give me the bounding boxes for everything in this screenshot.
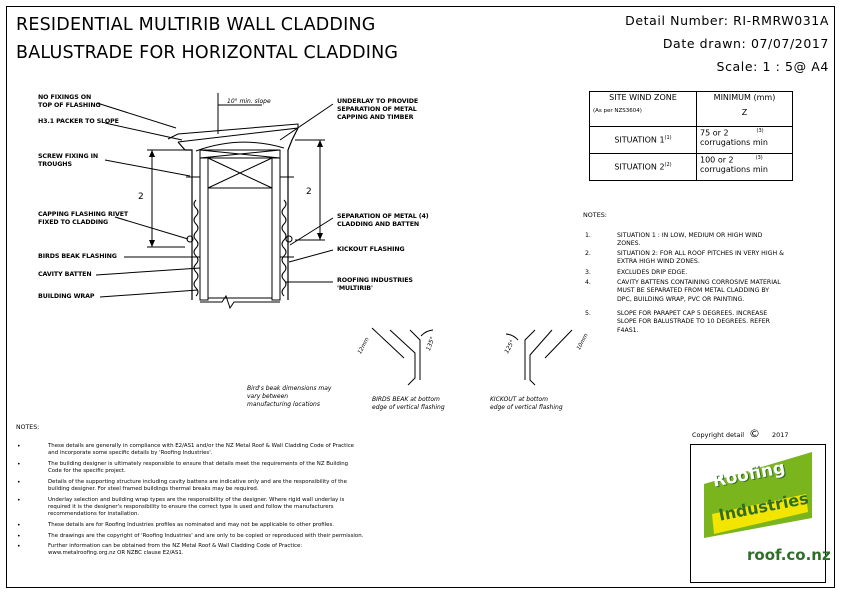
logo-url: roof.co.nz xyxy=(747,546,831,564)
label-roofing-industries: ROOFING INDUSTRIES 'MULTIRIB' xyxy=(337,277,413,292)
birds-beak-note: Bird's beak dimensions may vary between … xyxy=(247,385,332,408)
note-right-num-2: 2. xyxy=(585,250,591,257)
note-left-2: The building designer is ultimately resp… xyxy=(48,461,349,474)
notes-left-heading: NOTES: xyxy=(16,424,40,431)
note-left-1: These details are generally in complianc… xyxy=(48,443,355,456)
copyright-text: Copyright detail xyxy=(692,431,745,439)
label-capping-rivet: CAPPING FLASHING RIVET FIXED TO CLADDING xyxy=(38,211,129,226)
note-right-num-4: 4. xyxy=(585,279,591,286)
title-line-1: RESIDENTIAL MULTIRIB WALL CLADDING xyxy=(16,15,376,35)
label-screw-fixing: SCREW FIXING IN TROUGHS xyxy=(38,153,99,168)
label-packer: H3.1 PACKER TO SLOPE xyxy=(38,118,119,125)
detail-number: Detail Number: RI-RMRW031A xyxy=(625,13,829,28)
col2-sub: Z xyxy=(741,108,748,117)
row-1-value: 75 or 2(3) corrugations min xyxy=(696,126,793,154)
scale: Scale: 1 : 5@ A4 xyxy=(716,59,829,74)
label-slope: 10° min. slope xyxy=(227,98,271,105)
bullet: • xyxy=(17,533,21,540)
note-right-text-3: EXCLUDES DRIP EDGE. xyxy=(617,269,688,276)
notes-right-heading: NOTES: xyxy=(583,211,607,219)
note-right-text-4: CAVITY BATTENS CONTAINING CORROSIVE MATE… xyxy=(617,279,781,303)
logo-yellow-panel xyxy=(712,494,808,534)
note-left-7: Further information can be obtained from… xyxy=(48,543,303,556)
note-right-num-5: 5. xyxy=(585,310,591,317)
label-underlay: UNDERLAY TO PROVIDE SEPARATION OF METAL … xyxy=(337,98,419,121)
wind-zone-table: SITE WIND ZONE (As per NZS3604) MINIMUM … xyxy=(589,91,793,181)
date-drawn: Date drawn: 07/07/2017 xyxy=(662,36,829,51)
row-2-value: 100 or 2(3) corrugations min xyxy=(696,153,793,181)
note-right-text-5: SLOPE FOR PARAPET CAP 5 DEGREES. INCREAS… xyxy=(617,310,770,334)
note-left-6: The drawings are the copyright of 'Roofi… xyxy=(48,533,364,539)
col1-sub: (As per NZS3604) xyxy=(593,108,642,114)
note-left-3: Details of the supporting structure incl… xyxy=(48,479,347,492)
bullet: • xyxy=(17,522,21,529)
label-cavity-batten: CAVITY BATTEN xyxy=(38,271,92,278)
label-no-fixings: NO FIXINGS ON TOP OF FLASHING xyxy=(38,94,101,109)
note-right-num-3: 3. xyxy=(585,269,591,276)
label-separation: SEPARATION OF METAL (4) CLADDING AND BAT… xyxy=(337,213,429,228)
dim-left: 2 xyxy=(138,192,144,202)
bullet: • xyxy=(17,443,21,450)
label-building-wrap: BUILDING WRAP xyxy=(38,293,95,300)
note-left-4: Underlay selection and building wrap typ… xyxy=(48,497,345,517)
note-right-num-1: 1. xyxy=(585,232,591,239)
dim-right: 2 xyxy=(306,187,312,197)
logo-box xyxy=(690,444,826,583)
note-right-text-2: SITUATION 2: FOR ALL ROOF PITCHES IN VER… xyxy=(617,250,784,266)
col2-header: MINIMUM (mm) xyxy=(713,93,776,102)
copyright-year: 2017 xyxy=(772,431,789,439)
copyright-symbol: © xyxy=(749,427,760,440)
label-birds-beak-flashing: BIRDS BEAK FLASHING xyxy=(38,253,117,260)
bullet: • xyxy=(17,497,21,504)
row-1-situation: SITUATION 1(1) xyxy=(589,126,697,154)
label-kickout-flashing: KICKOUT FLASHING xyxy=(337,246,405,253)
bullet: • xyxy=(17,543,21,550)
kickout-caption: KICKOUT at bottom edge of vertical flash… xyxy=(490,396,563,411)
col1-header: SITE WIND ZONE xyxy=(609,93,677,102)
drawing-border xyxy=(6,6,835,588)
birds-beak-caption: BIRDS BEAK at bottom edge of vertical fl… xyxy=(372,396,445,411)
note-right-text-1: SITUATION 1 : IN LOW, MEDIUM OR HIGH WIN… xyxy=(617,232,763,248)
title-line-2: BALUSTRADE FOR HORIZONTAL CLADDING xyxy=(16,43,399,63)
row-2-situation: SITUATION 2(2) xyxy=(589,153,697,181)
bullet: • xyxy=(17,479,21,486)
bullet: • xyxy=(17,461,21,468)
note-left-5: These details are for Roofing Industries… xyxy=(48,522,334,528)
